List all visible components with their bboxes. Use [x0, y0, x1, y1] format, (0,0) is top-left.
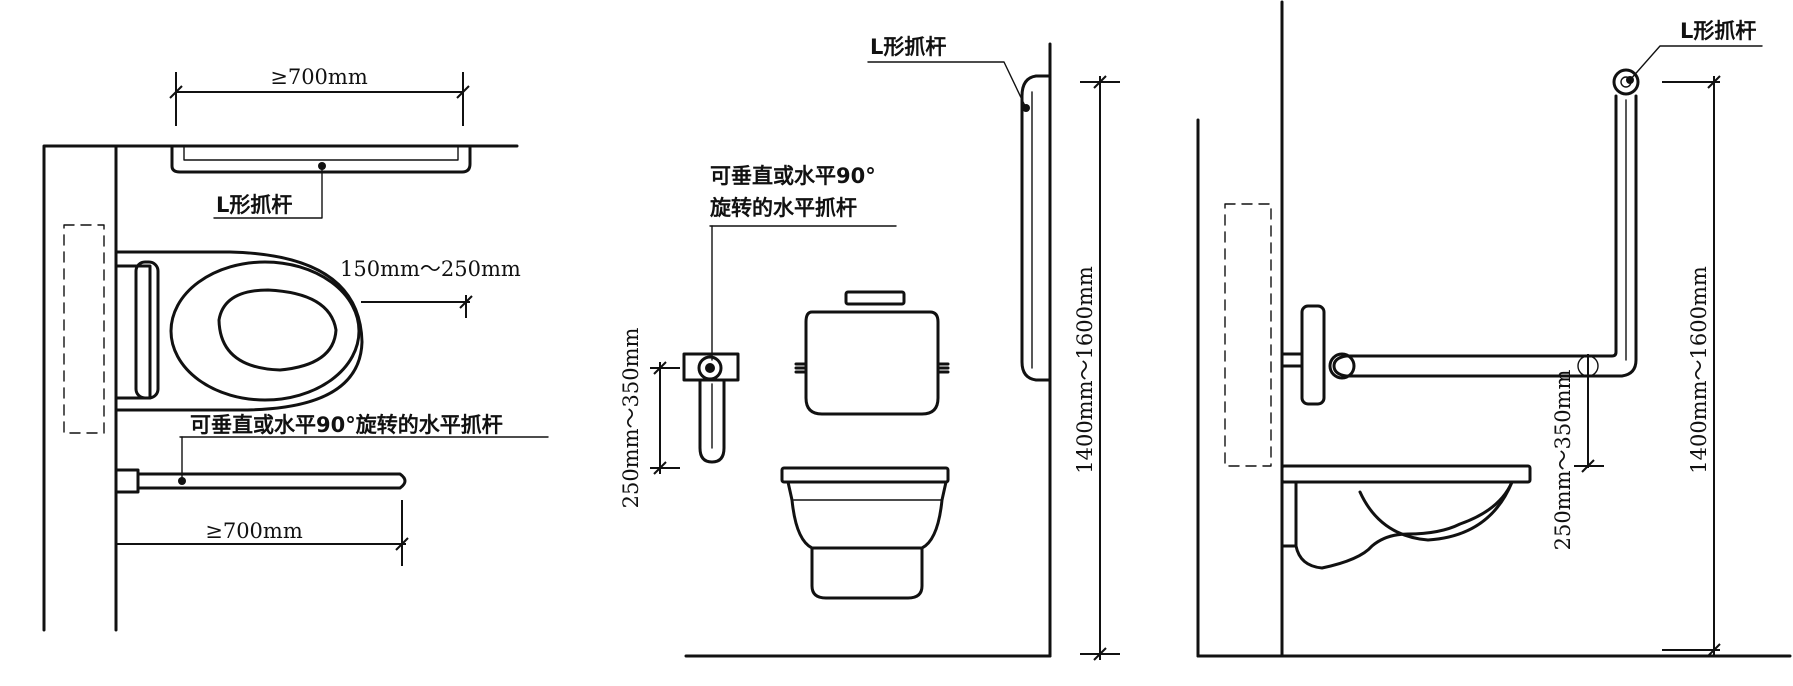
side-l-bar-wall-mount	[1328, 352, 1356, 380]
plan-l-grab-bar-inner	[183, 145, 459, 161]
plan-bottom-dim-label: ≥700mm	[205, 519, 303, 543]
front-l-bar-leader	[867, 61, 1027, 109]
plan-rotating-bar	[136, 472, 407, 490]
front-rotating-bar	[698, 378, 726, 464]
side-toilet-body	[1280, 480, 1514, 570]
front-bar-dim-label: 250mm～350mm	[619, 328, 643, 509]
plan-toilet-body	[114, 250, 364, 412]
side-bar-dim-tick-bottom	[1581, 459, 1595, 473]
plan-toilet-bowl-opening	[217, 288, 338, 372]
plan-bottom-dim-tick	[395, 537, 409, 551]
front-l-bar-leader-dot	[1022, 104, 1030, 112]
plan-l-grab-bar	[170, 144, 472, 174]
side-bar-dim-label: 250mm～350mm	[1551, 370, 1575, 551]
plan-top-dim-tick-left	[169, 85, 183, 99]
side-l-bar	[1332, 94, 1638, 378]
side-total-dim-tick-bottom	[1707, 643, 1721, 657]
side-cistern-outline	[1224, 203, 1272, 467]
front-toilet-bowl	[786, 480, 948, 550]
front-flush-button	[844, 290, 906, 306]
plan-top-dim-label: ≥700mm	[270, 65, 368, 89]
front-l-bar-vertical	[1020, 74, 1052, 382]
front-total-dim-tick-top	[1093, 75, 1107, 89]
plan-cistern-outline	[63, 224, 105, 434]
side-toilet-bowl-inner	[1358, 480, 1514, 542]
front-bar-dim-tick-top	[653, 361, 667, 375]
plan-toilet-tank	[114, 264, 152, 400]
plan-view: ≥700mm L形抓杆 150mm～250mm 可垂直或水平90°旋转的水平抓杆…	[42, 65, 549, 632]
front-toilet-seat-rim	[780, 466, 950, 484]
plan-top-dim-tick-right	[456, 85, 470, 99]
side-l-bar-top-mount	[1612, 68, 1640, 96]
front-rotating-bar-hinge	[697, 355, 723, 381]
plan-offset-dim-label: 150mm～250mm	[340, 257, 521, 281]
side-total-dim-tick-top	[1707, 75, 1721, 89]
plan-wall-corner	[42, 144, 519, 632]
plan-offset-dim-tick	[459, 295, 473, 309]
plan-rotating-bar-label: 可垂直或水平90°旋转的水平抓杆	[190, 413, 503, 437]
plan-l-bar-leader	[213, 165, 323, 219]
side-flush-plate	[1300, 304, 1326, 406]
front-backrest	[804, 310, 940, 416]
front-bar-dim-tick-bottom	[653, 461, 667, 475]
plan-toilet-seat	[169, 260, 361, 402]
side-toilet-seat	[1280, 464, 1532, 484]
side-l-bar-leader	[1629, 45, 1763, 81]
front-total-dim-tick-bottom	[1093, 647, 1107, 661]
side-l-bar-label: L形抓杆	[1680, 19, 1756, 43]
front-total-dim-label: 1400mm～1600mm	[1073, 266, 1097, 474]
side-total-dim-label: 1400mm～1600mm	[1687, 266, 1711, 474]
side-view: L形抓杆 1400mm～1600mm 250mm～350mm	[1196, 0, 1792, 658]
front-rotating-bar-label-line1: 可垂直或水平90°	[710, 164, 876, 188]
front-l-bar-label: L形抓杆	[870, 35, 946, 59]
side-l-bar-top-mount-inner	[1620, 76, 1632, 88]
front-backrest-hinges	[794, 362, 950, 374]
plan-toilet-cistern-lid	[134, 260, 160, 400]
plan-l-bar-label: L形抓杆	[216, 193, 292, 217]
side-flush-pipe	[1280, 352, 1304, 368]
front-rotating-bar-label-line2: 旋转的水平抓杆	[709, 196, 857, 220]
front-toilet-base	[810, 546, 924, 600]
front-rotating-bar-hinge-center	[705, 363, 715, 373]
plan-rotating-bar-leader-dot	[178, 477, 186, 485]
front-view: L形抓杆 1400mm～1600mm 可垂直或水平90° 旋转的水平抓杆 250…	[619, 35, 1120, 661]
plan-rotating-bar-mount	[114, 468, 140, 494]
